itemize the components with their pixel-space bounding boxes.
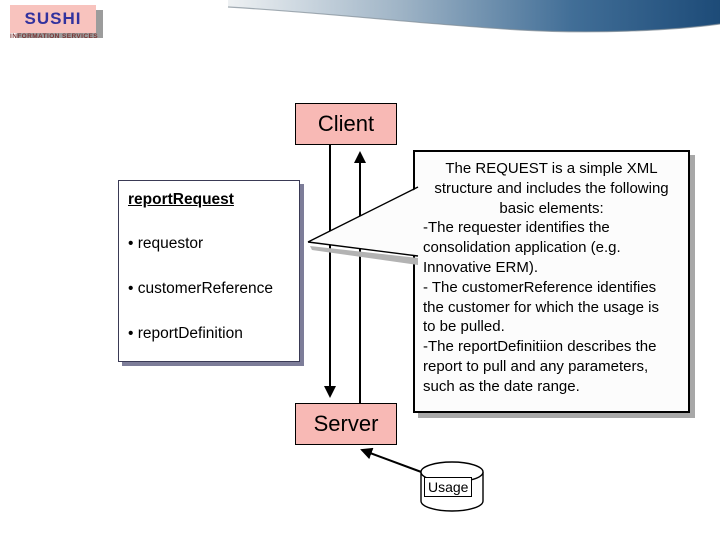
logo-subtitle: INFORMATION SERVICES	[10, 33, 98, 40]
client-box: Client	[295, 103, 397, 145]
sushi-logo: SUSHI	[10, 5, 96, 33]
server-box: Server	[295, 403, 397, 445]
logo-title: SUSHI	[24, 9, 82, 28]
report-request-title: reportRequest	[128, 191, 234, 208]
callout-intro: The REQUEST is a simple XML structure an…	[434, 160, 669, 217]
server-label: Server	[313, 411, 379, 436]
report-request-box: reportRequest • requestor • customerRefe…	[118, 180, 300, 362]
report-request-item-customer-reference: • customerReference	[128, 280, 273, 297]
report-request-item-requestor: • requestor	[128, 235, 204, 252]
callout: The REQUEST is a simple XML structure an…	[413, 150, 690, 413]
usage-to-server-arrow	[360, 447, 425, 474]
banner-swoosh	[227, 0, 720, 33]
usage-label: Usage	[424, 477, 473, 497]
callout-body: -The requester identifies the consolidat…	[423, 219, 659, 395]
report-request-item-report-definition: • reportDefinition	[128, 325, 243, 342]
client-label: Client	[317, 111, 375, 136]
callout-tail	[307, 186, 419, 265]
